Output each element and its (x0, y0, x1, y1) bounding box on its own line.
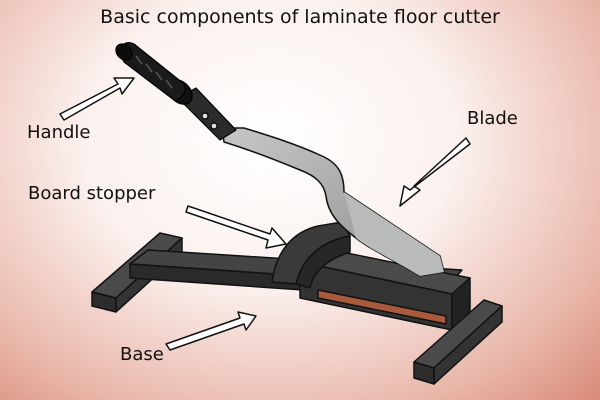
pointer-arrows (59, 77, 471, 351)
board-slot (317, 289, 447, 325)
arrow-to-base (165, 311, 257, 351)
arrow-to-blade (399, 137, 471, 207)
handle (115, 42, 237, 141)
label-blade: Blade (467, 108, 518, 129)
arrow-to-handle (59, 77, 135, 121)
label-base: Base (120, 344, 164, 365)
label-board-stopper: Board stopper (28, 183, 156, 204)
label-handle: Handle (27, 122, 91, 143)
blade (221, 127, 445, 277)
diagram-title: Basic components of laminate floor cutte… (100, 6, 500, 28)
arrow-to-board-stopper (185, 205, 287, 249)
